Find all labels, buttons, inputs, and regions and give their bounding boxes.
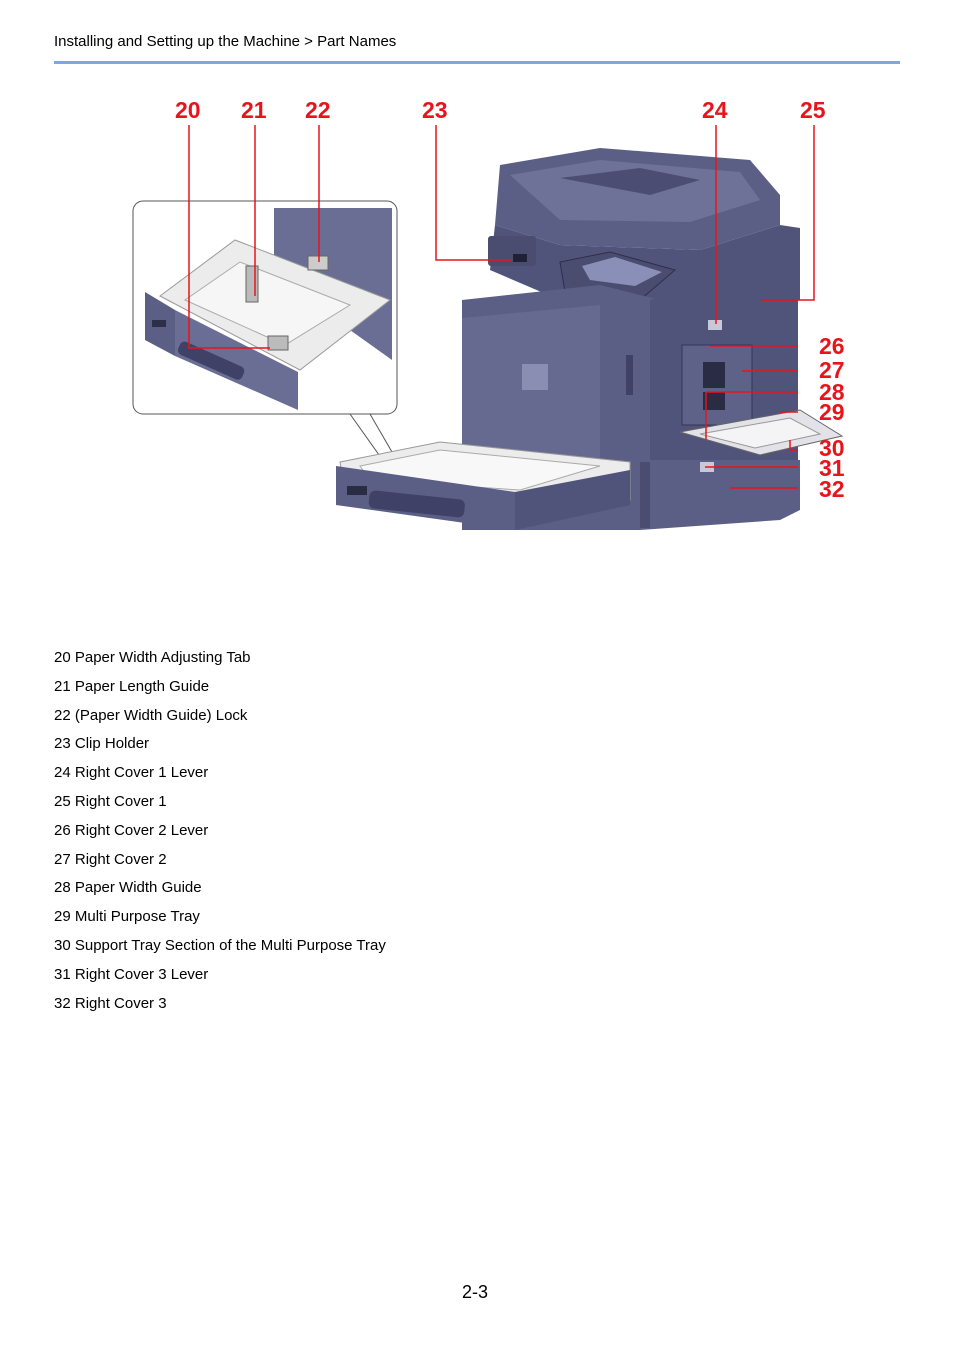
part-name: Paper Width Guide [74, 879, 202, 897]
list-item: 26 Right Cover 2 Lever [54, 821, 386, 850]
copier-illustration [336, 148, 844, 530]
machine-diagram: 20 21 22 23 24 25 26 27 28 29 30 31 32 [132, 97, 845, 530]
part-number: 25 [54, 792, 71, 810]
part-number: 21 [54, 677, 71, 695]
list-item: 20 Paper Width Adjusting Tab [54, 648, 386, 677]
part-name: Right Cover 1 [74, 792, 167, 810]
callout-29: 29 [819, 399, 845, 425]
part-number: 24 [54, 764, 71, 782]
part-number: 23 [54, 735, 71, 753]
callout-26: 26 [819, 333, 845, 359]
part-number: 29 [54, 908, 71, 926]
header-breadcrumb: Installing and Setting up the Machine > … [54, 33, 397, 50]
list-item: 30 Support Tray Section of the Multi Pur… [54, 936, 386, 965]
part-number: 22 [54, 706, 71, 724]
part-name: Paper Length Guide [74, 677, 210, 695]
list-item: 29 Multi Purpose Tray [54, 907, 386, 936]
part-name: Right Cover 2 [74, 850, 167, 868]
part-name: Clip Holder [74, 735, 150, 753]
callout-28: 28 [819, 379, 845, 405]
callout-22: 22 [305, 97, 331, 123]
part-number: 31 [54, 965, 71, 983]
header-divider [54, 61, 900, 64]
part-number: 28 [54, 879, 71, 897]
callout-31: 31 [819, 455, 845, 481]
list-item: 31 Right Cover 3 Lever [54, 965, 386, 994]
part-number: 32 [54, 994, 71, 1012]
list-item: 27 Right Cover 2 [54, 850, 386, 879]
callout-21: 21 [241, 97, 267, 123]
part-name: Support Tray Section of the Multi Purpos… [74, 936, 386, 954]
callout-24: 24 [702, 97, 728, 123]
callout-20: 20 [175, 97, 201, 123]
list-item: 24 Right Cover 1 Lever [54, 763, 386, 792]
part-name: Right Cover 3 Lever [74, 965, 209, 983]
part-number: 26 [54, 821, 71, 839]
list-item: 32 Right Cover 3 [54, 994, 386, 1023]
cassette-inset [132, 200, 398, 463]
part-name: Multi Purpose Tray [74, 908, 200, 926]
callout-leaders [188, 125, 815, 489]
part-name: Right Cover 2 Lever [74, 821, 209, 839]
callout-numbers: 20 21 22 23 24 25 26 27 28 29 30 31 32 [175, 97, 845, 502]
list-item: 28 Paper Width Guide [54, 878, 386, 907]
page-number: 2-3 [462, 1282, 489, 1302]
part-name: Paper Width Adjusting Tab [74, 649, 251, 666]
part-number: 30 [54, 936, 71, 954]
callout-25: 25 [800, 97, 826, 123]
list-item: 23 Clip Holder [54, 734, 386, 763]
part-number: 20 [54, 649, 71, 666]
callout-23: 23 [422, 97, 448, 123]
list-item: 22 (Paper Width Guide) Lock [54, 706, 386, 735]
callout-30: 30 [819, 435, 845, 461]
part-name: Right Cover 3 [74, 994, 167, 1012]
part-name: (Paper Width Guide) Lock [74, 706, 248, 724]
callout-32: 32 [819, 476, 845, 502]
part-number: 27 [54, 850, 71, 868]
parts-list: 20 Paper Width Adjusting Tab 21 Paper Le… [54, 648, 386, 1022]
list-item: 21 Paper Length Guide [54, 677, 386, 706]
list-item: 25 Right Cover 1 [54, 792, 386, 821]
callout-27: 27 [819, 357, 845, 383]
part-name: Right Cover 1 Lever [74, 764, 209, 782]
